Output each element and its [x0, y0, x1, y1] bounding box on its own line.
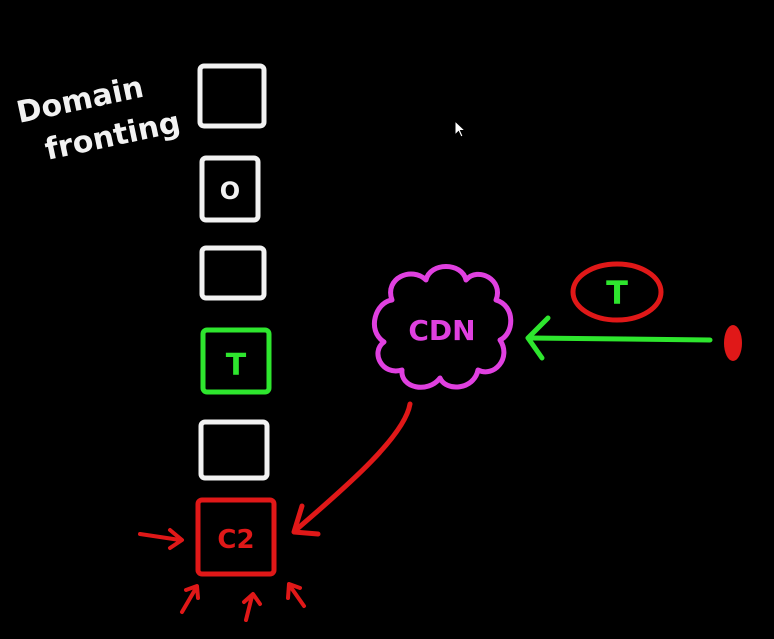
arrow-bottom-left-to-c2 [180, 584, 200, 614]
stack-box-5 [198, 419, 270, 481]
client-dot [724, 325, 742, 361]
arrow-bottom-mid-to-c2 [242, 592, 262, 622]
stack-box-3 [199, 245, 267, 301]
stack-box-4 [200, 327, 272, 395]
cdn-label: CDN [408, 314, 475, 347]
cdn-cloud: CDN [372, 264, 514, 390]
client-to-cdn-arrow [525, 315, 713, 361]
arrow-left-to-c2 [138, 528, 184, 550]
stack-box-2-label: O [220, 177, 240, 205]
c2-inbound-arrows [138, 528, 306, 622]
stack-box-2 [199, 155, 261, 223]
token-badge: T [570, 261, 664, 323]
token-label: T [606, 274, 628, 312]
diagram-title: Domain fronting [14, 70, 184, 168]
mouse-cursor-icon [454, 120, 466, 138]
stack-box-6-label: C2 [217, 525, 254, 555]
cdn-to-c2-arrow [291, 401, 413, 537]
stack-box-4-label: T [226, 348, 247, 383]
server-stack: O T C2 [195, 63, 277, 577]
arrow-bottom-right-to-c2 [286, 582, 306, 608]
stack-box-1 [197, 63, 267, 129]
stack-box-6 [195, 497, 277, 577]
